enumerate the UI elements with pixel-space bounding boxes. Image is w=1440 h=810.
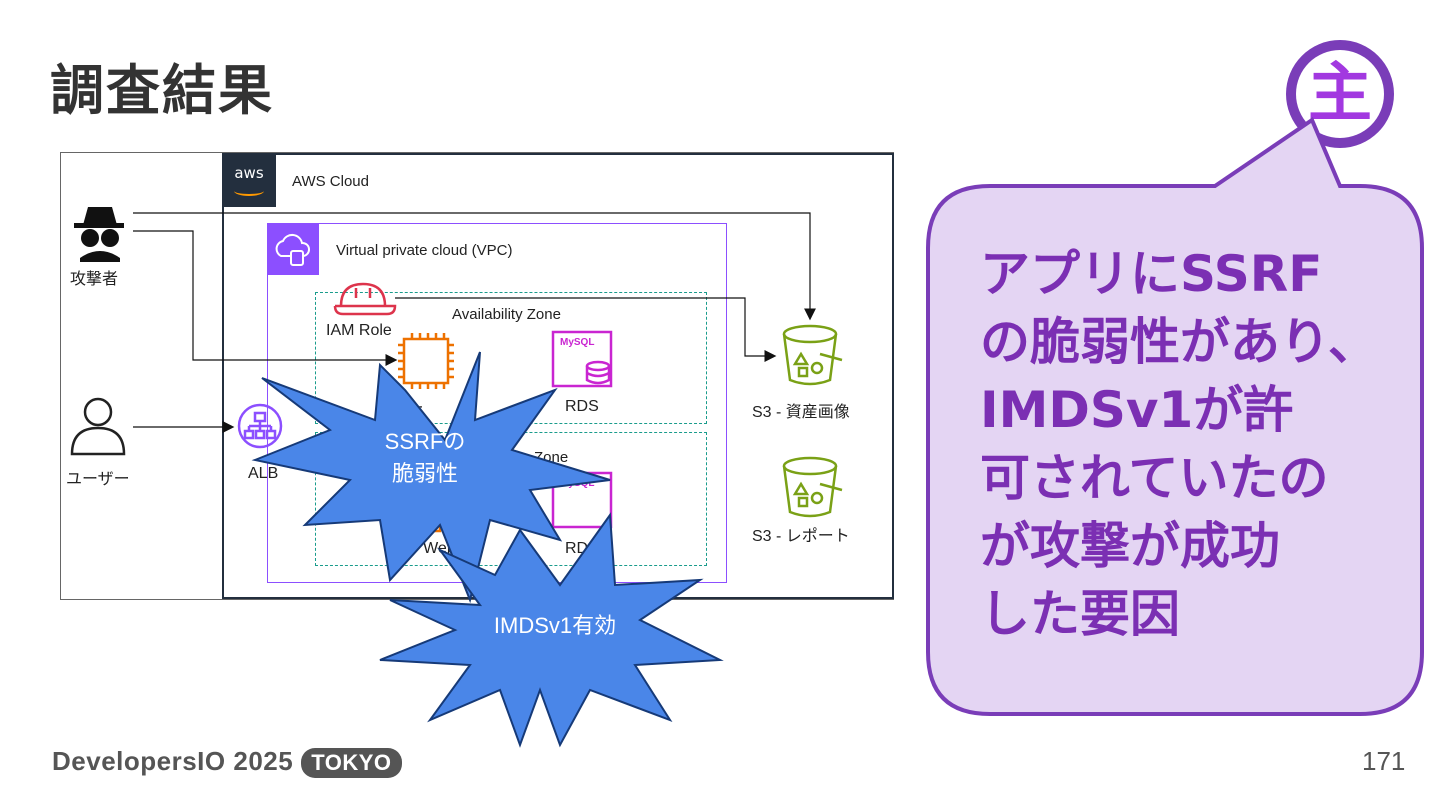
rds1-label: RDS (565, 398, 599, 415)
ssrf-burst-line2: 脆弱性 (391, 461, 458, 486)
connector-iam-s3 (395, 297, 777, 362)
imds-burst-shape (379, 512, 724, 748)
footer-brand: DevelopersIO 2025 (52, 746, 294, 776)
vpc-label: Virtual private cloud (VPC) (336, 242, 513, 259)
ssrf-burst-line1: SSRFの (384, 429, 466, 454)
alb-label: ALB (248, 465, 279, 482)
az1-label: Availability Zone (452, 306, 561, 323)
aws-logo-text: aws (234, 164, 264, 182)
bubble-line-3: IMDSv1が許 (980, 381, 1294, 439)
attacker-icon (74, 207, 124, 262)
vpc-icon (267, 223, 319, 275)
rds-icon-1 (551, 330, 613, 388)
mysql1-label: MySQL (560, 337, 595, 348)
connector-attacker-s3 (133, 212, 816, 321)
user-icon (70, 397, 126, 456)
speech-bubble-text: アプリにSSRF の脆弱性があり、 IMDSv1が許 可されていたの が攻撃が成… (980, 240, 1400, 648)
page-title: 調査結果 (50, 59, 274, 122)
footer-tag: TOKYO (301, 748, 402, 779)
bubble-line-4: 可されていたの (980, 449, 1329, 507)
page-number: 171 (1362, 746, 1406, 776)
iam-role-icon (333, 282, 397, 316)
attacker-label: 攻撃者 (70, 271, 119, 288)
aws-logo: aws (222, 153, 276, 207)
bubble-line-5: が攻撃が成功 (980, 517, 1280, 575)
s3-assets-icon (782, 324, 843, 386)
s3-report-icon (782, 456, 843, 518)
speech-bubble-shape (926, 116, 1424, 716)
connector-attacker-ec2 (133, 230, 398, 366)
s3-assets-label: S3 - 資産画像 (752, 404, 850, 421)
aws-cloud-label: AWS Cloud (292, 173, 369, 190)
ssrf-burst-text: SSRFの 脆弱性 (365, 426, 485, 490)
alb-icon (237, 403, 283, 449)
speaker-badge: 主 (1286, 40, 1394, 148)
ec2-icon-1 (398, 333, 454, 389)
iam-role-label: IAM Role (326, 322, 392, 339)
badge-label: 主 (1296, 50, 1384, 138)
bubble-line-1: アプリにSSRF (980, 245, 1323, 303)
imds-burst-text: IMDSv1有効 (493, 613, 617, 638)
bubble-line-6: した要因 (980, 585, 1180, 643)
user-label: ユーザー (66, 471, 130, 488)
bubble-line-2: の脆弱性があり、 (980, 313, 1378, 371)
s3-report-label: S3 - レポート (752, 528, 850, 545)
